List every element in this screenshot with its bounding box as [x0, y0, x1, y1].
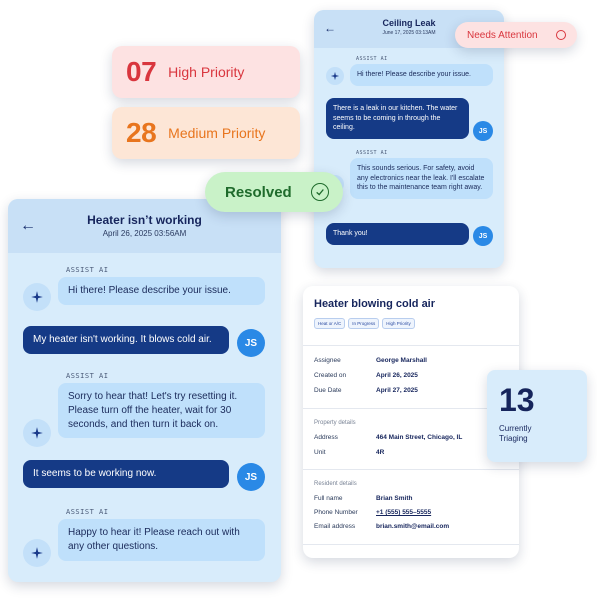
email-value: brian.smith@email.com	[376, 523, 450, 530]
high-priority-label: High Priority	[168, 64, 245, 80]
email-label: Email address	[314, 523, 356, 530]
sparkle-icon	[23, 539, 51, 567]
ticket-title: Heater blowing cold air	[314, 298, 436, 310]
agent-label: ASSIST AI	[356, 56, 388, 62]
heater-chat: ← Heater isn’t working April 26, 2025 03…	[8, 199, 281, 582]
chat-message: Hi there! Please describe your issue.	[58, 277, 265, 305]
name-value: Brian Smith	[376, 495, 413, 502]
divider	[303, 469, 519, 470]
chat-message: Happy to hear it! Please reach out with …	[58, 519, 265, 561]
ticket-tags: Heat or A/C In Progress High Priority	[314, 318, 415, 329]
check-circle-icon	[311, 183, 329, 201]
circle-icon	[556, 30, 566, 40]
chat-header: ← Heater isn’t working April 26, 2025 03…	[8, 199, 281, 253]
medium-priority-count: 28	[126, 117, 157, 148]
triaging-label: Currently Triaging	[499, 424, 532, 443]
sparkle-icon	[23, 283, 51, 311]
due-label: Due Date	[314, 387, 342, 394]
assignee-label: Assignee	[314, 357, 341, 364]
agent-label: ASSIST AI	[356, 150, 388, 156]
triaging-count: 13	[499, 382, 535, 418]
created-label: Created on	[314, 372, 347, 379]
agent-label: ASSIST AI	[66, 266, 109, 274]
chat-date: April 26, 2025 03:56AM	[102, 229, 187, 238]
avatar: JS	[473, 121, 493, 141]
due-value: April 27, 2025	[376, 387, 418, 394]
high-priority-count: 07	[126, 56, 157, 87]
chat-message: Thank you!	[326, 223, 469, 245]
address-label: Address	[314, 434, 338, 441]
chat-message: Hi there! Please describe your issue.	[350, 64, 493, 86]
name-label: Full name	[314, 495, 343, 502]
resolved-badge[interactable]: Resolved	[205, 172, 343, 212]
phone-label: Phone Number	[314, 509, 358, 516]
property-section-title: Property details	[314, 420, 356, 426]
tag-status: In Progress	[348, 318, 380, 329]
unit-label: Unit	[314, 449, 326, 456]
resident-section-title: Resident details	[314, 481, 357, 487]
needs-attention-badge[interactable]: Needs Attention	[455, 22, 577, 48]
divider	[303, 408, 519, 409]
avatar: JS	[473, 226, 493, 246]
address-value: 464 Main Street, Chicago, IL	[376, 434, 463, 441]
chat-title: Ceiling Leak	[382, 18, 436, 28]
ticket-details-card: Heater blowing cold air Heat or A/C In P…	[303, 286, 519, 558]
tag-category: Heat or A/C	[314, 318, 346, 329]
currently-triaging-card: 13 Currently Triaging	[487, 370, 587, 462]
phone-link[interactable]: +1 (555) 555–5555	[376, 509, 432, 516]
created-value: April 26, 2025	[376, 372, 418, 379]
agent-label: ASSIST AI	[66, 508, 109, 516]
assignee-value: George Marshall	[376, 357, 427, 364]
divider	[303, 544, 519, 545]
medium-priority-card: 28 Medium Priority	[112, 107, 300, 159]
avatar: JS	[237, 463, 265, 491]
agent-label: ASSIST AI	[66, 372, 109, 380]
chat-message: It seems to be working now.	[23, 460, 229, 488]
high-priority-card: 07 High Priority	[112, 46, 300, 98]
sparkle-icon	[23, 419, 51, 447]
arrow-left-icon[interactable]: ←	[20, 217, 36, 234]
medium-priority-label: Medium Priority	[168, 125, 266, 141]
chat-date: June 17, 2025 03:13AM	[382, 30, 436, 36]
tag-priority: High Priority	[382, 318, 415, 329]
resolved-label: Resolved	[225, 183, 292, 201]
chat-message: My heater isn't working. It blows cold a…	[23, 326, 229, 354]
avatar: JS	[237, 329, 265, 357]
ceiling-leak-chat: ← Ceiling Leak June 17, 2025 03:13AM ASS…	[314, 10, 504, 268]
divider	[303, 345, 519, 346]
chat-message: This sounds serious. For safety, avoid a…	[350, 158, 493, 199]
chat-message: There is a leak in our kitchen. The wate…	[326, 98, 469, 139]
unit-value: 4R	[376, 449, 385, 456]
chat-title: Heater isn’t working	[87, 213, 202, 227]
needs-attention-label: Needs Attention	[467, 29, 538, 41]
sparkle-icon	[326, 67, 344, 85]
chat-message: Sorry to hear that! Let's try resetting …	[58, 383, 265, 439]
arrow-left-icon[interactable]: ←	[324, 21, 336, 35]
